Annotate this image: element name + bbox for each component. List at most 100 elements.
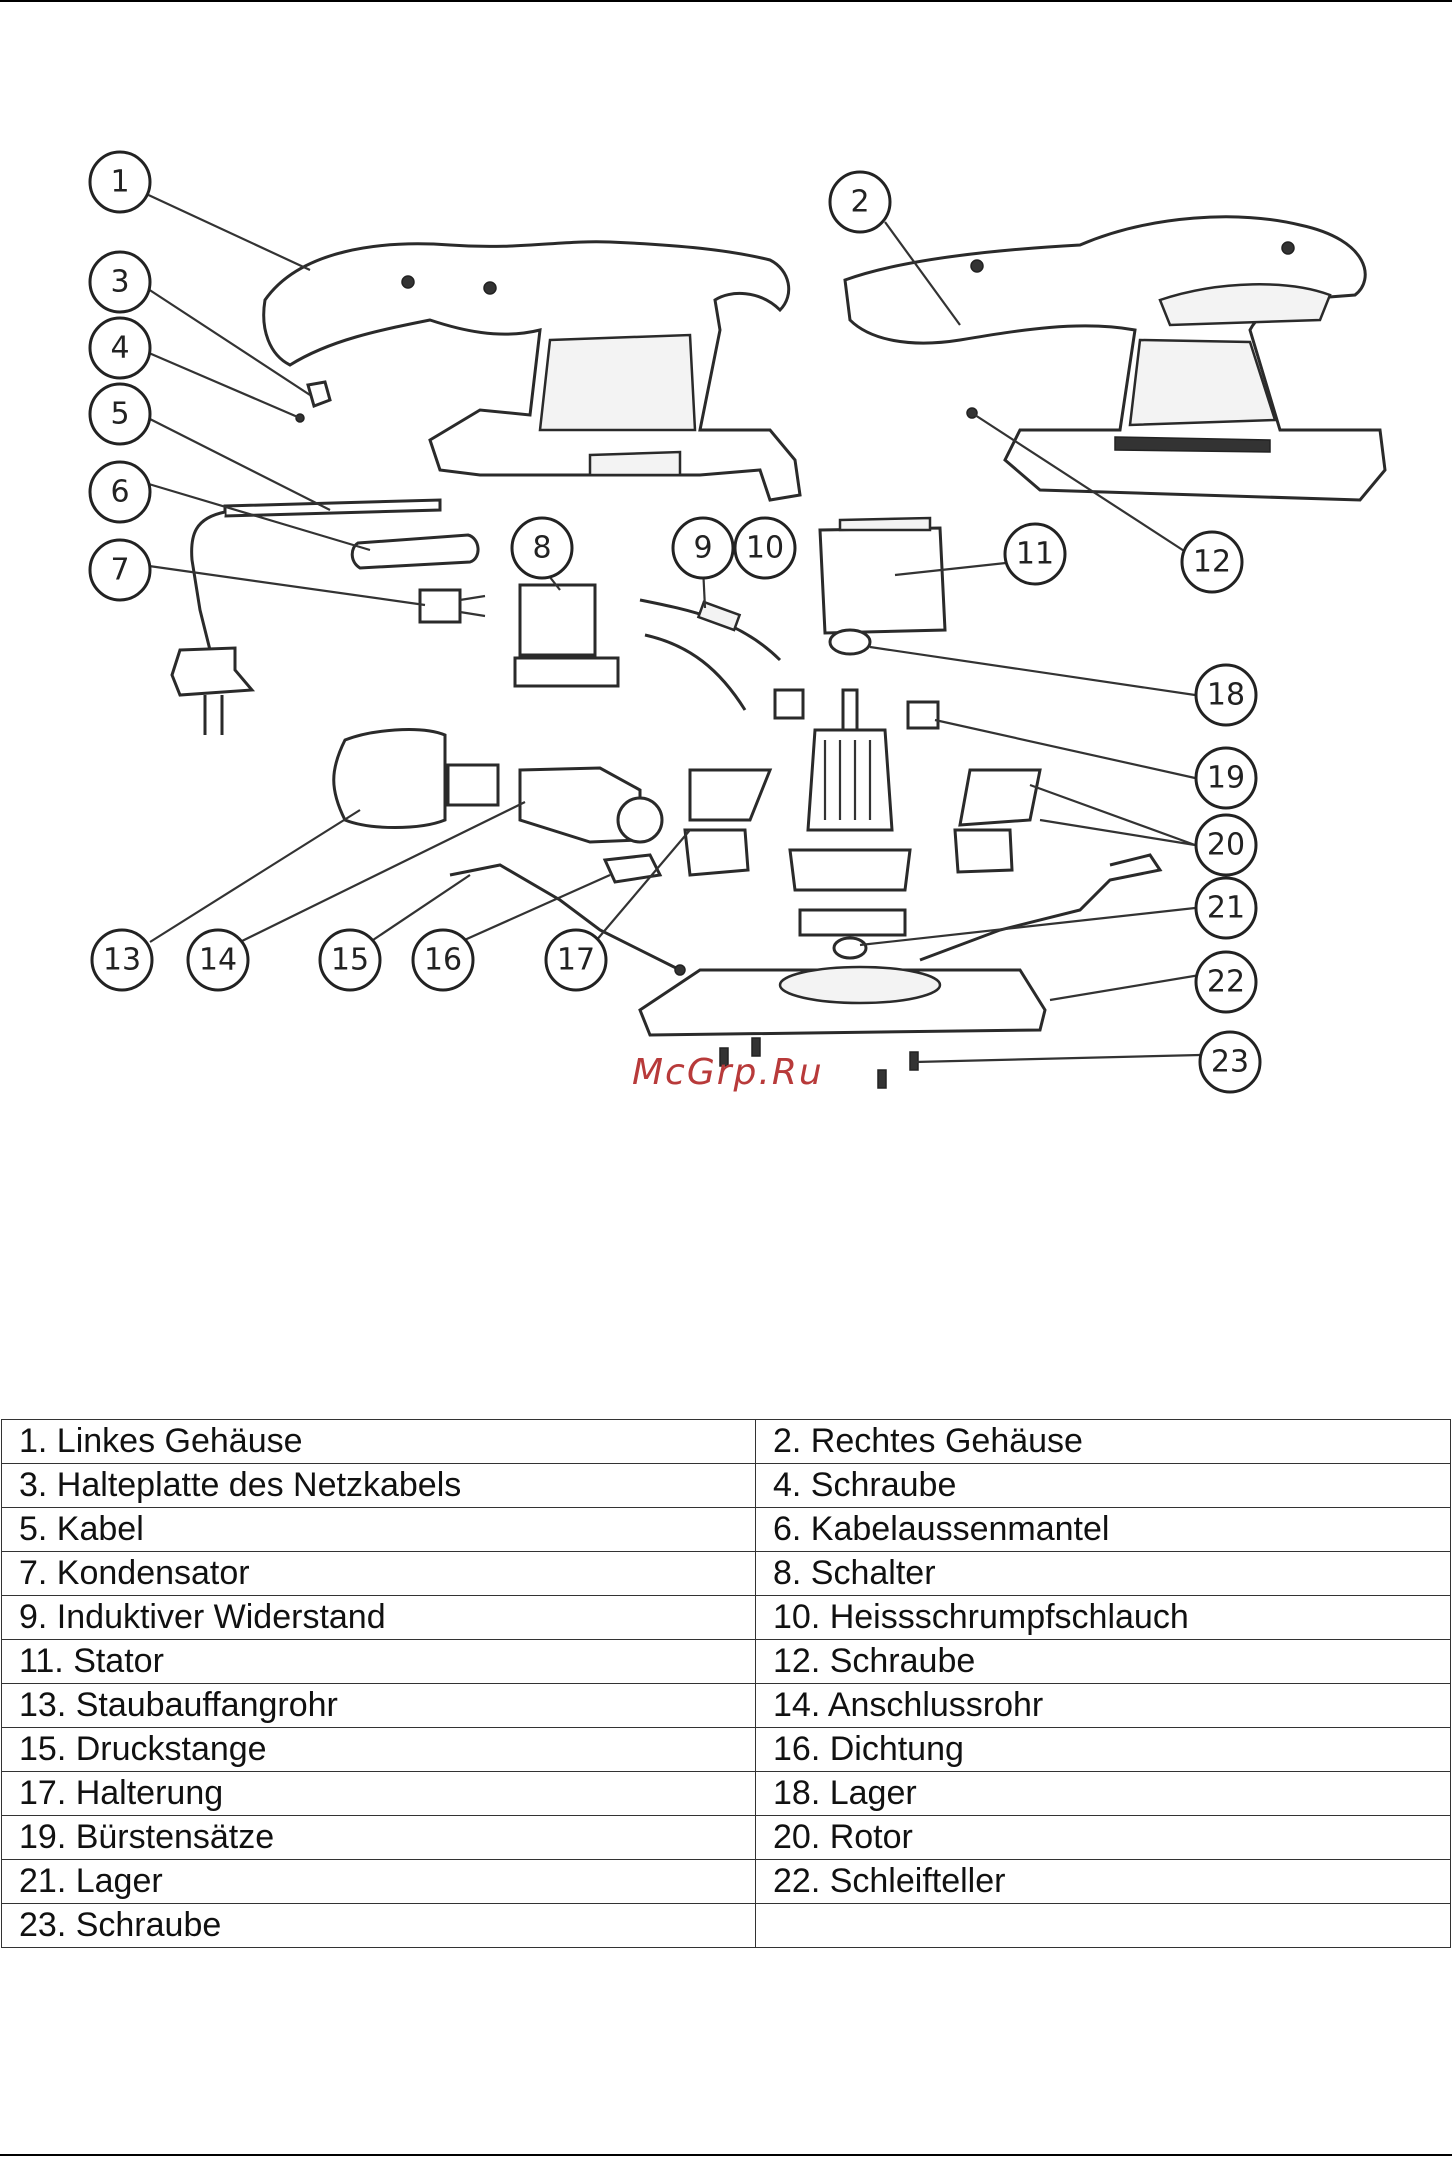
bracket-parts <box>683 768 1042 877</box>
parts-cell: 15. Druckstange <box>1 1727 756 1772</box>
cable-sheath-part <box>350 533 480 570</box>
parts-cell: 9. Induktiver Widerstand <box>1 1595 756 1640</box>
parts-cell: 12. Schraube <box>755 1639 1451 1684</box>
cable-clamp-plate-part <box>295 380 332 423</box>
parts-cell: 11. Stator <box>1 1639 756 1684</box>
callout-20: 20 <box>1194 813 1258 877</box>
svg-text:11: 11 <box>1016 537 1054 572</box>
parts-cell: 21. Lager <box>1 1859 756 1904</box>
callout-7: 7 <box>88 538 152 602</box>
right-housing-part <box>843 215 1387 502</box>
parts-cell: 23. Schraube <box>1 1903 756 1948</box>
parts-cell: 13. Staubauffangrohr <box>1 1683 756 1728</box>
svg-text:12: 12 <box>1193 545 1231 580</box>
callout-21: 21 <box>1194 876 1258 940</box>
exploded-view-diagram: 1 2 3 4 5 6 7 8 9 10 11 12 18 19 20 21 2… <box>0 130 1452 1110</box>
callout-13: 13 <box>90 928 154 992</box>
svg-text:7: 7 <box>110 553 129 588</box>
parts-cell: 22. Schleifteller <box>755 1859 1451 1904</box>
parts-cell: 20. Rotor <box>755 1815 1451 1860</box>
watermark: McGrp.Ru <box>632 1052 824 1093</box>
svg-text:15: 15 <box>331 943 369 978</box>
parts-cell: 10. Heissschrumpfschlauch <box>755 1595 1451 1640</box>
inductor-wire-part <box>639 598 782 711</box>
callout-5: 5 <box>88 382 152 446</box>
seal-part <box>602 853 663 884</box>
callout-15: 15 <box>318 928 382 992</box>
parts-cell: 17. Halterung <box>1 1771 756 1816</box>
callout-18: 18 <box>1194 663 1258 727</box>
parts-cell: 8. Schalter <box>755 1551 1451 1596</box>
leader-lines <box>141 191 1201 1064</box>
callout-11: 11 <box>1003 522 1067 586</box>
top-rule <box>0 0 1452 2</box>
callout-23: 23 <box>1198 1030 1262 1094</box>
rotor-part <box>788 688 912 937</box>
callout-14: 14 <box>186 928 250 992</box>
parts-cell: 18. Lager <box>755 1771 1451 1816</box>
bottom-rule <box>0 2154 1452 2156</box>
left-housing-part <box>262 240 802 502</box>
svg-text:1: 1 <box>110 165 129 200</box>
svg-text:3: 3 <box>110 265 129 300</box>
svg-text:14: 14 <box>199 943 237 978</box>
callout-8: 8 <box>510 516 574 580</box>
svg-text:13: 13 <box>103 943 141 978</box>
callout-12: 12 <box>1180 530 1244 594</box>
svg-text:6: 6 <box>110 475 129 510</box>
stator-part <box>818 516 947 635</box>
callout-2: 2 <box>828 170 892 234</box>
svg-text:10: 10 <box>746 531 784 566</box>
svg-text:8: 8 <box>532 531 551 566</box>
parts-cell: 16. Dichtung <box>755 1727 1451 1772</box>
callout-16: 16 <box>411 928 475 992</box>
callout-10: 10 <box>733 516 797 580</box>
table-row: 23. Schraube <box>1 1903 1451 1948</box>
parts-cell: 14. Anschlussrohr <box>755 1683 1451 1728</box>
callout-22: 22 <box>1194 950 1258 1014</box>
parts-cell <box>755 1903 1451 1948</box>
cable-part <box>170 498 442 735</box>
svg-text:4: 4 <box>110 331 129 366</box>
brush-sets-part <box>773 688 940 730</box>
callout-6: 6 <box>88 460 152 524</box>
parts-cell: 6. Kabelaussenmantel <box>755 1507 1451 1552</box>
connector-tube-part <box>518 766 664 844</box>
callout-1: 1 <box>88 150 152 214</box>
parts-cell: 19. Bürstensätze <box>1 1815 756 1860</box>
svg-text:22: 22 <box>1207 965 1245 1000</box>
svg-text:9: 9 <box>693 531 712 566</box>
callout-17: 17 <box>544 928 608 992</box>
callout-9: 9 <box>671 516 735 580</box>
dust-tube-part <box>332 728 500 829</box>
sanding-plate-part <box>638 965 1047 1037</box>
svg-text:23: 23 <box>1211 1045 1249 1080</box>
screw-parts <box>719 1037 919 1089</box>
parts-cell: 4. Schraube <box>755 1463 1451 1508</box>
parts-cell: 1. Linkes Gehäuse <box>1 1419 756 1464</box>
bearing-top-part <box>828 628 872 656</box>
svg-text:19: 19 <box>1207 761 1245 796</box>
svg-text:18: 18 <box>1207 678 1245 713</box>
callout-4: 4 <box>88 316 152 380</box>
callout-3: 3 <box>88 250 152 314</box>
callout-19: 19 <box>1194 746 1258 810</box>
svg-text:17: 17 <box>557 943 595 978</box>
svg-text:5: 5 <box>110 397 129 432</box>
parts-cell: 7. Kondensator <box>1 1551 756 1596</box>
parts-cell: 3. Halteplatte des Netzkabels <box>1 1463 756 1508</box>
housing-screw-part <box>966 407 978 419</box>
push-rod-part <box>449 863 686 976</box>
